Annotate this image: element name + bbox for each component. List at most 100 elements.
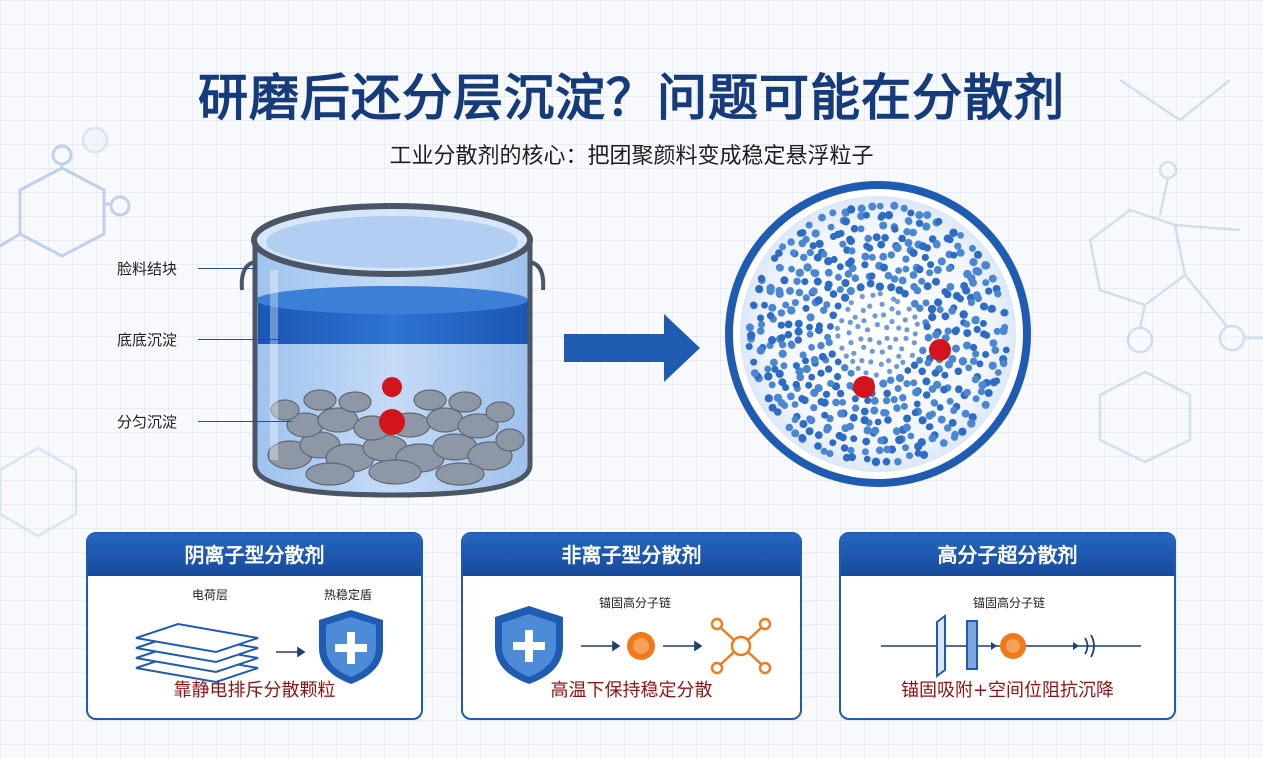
dispersed-particle xyxy=(781,401,789,410)
dispersed-particle xyxy=(877,240,886,249)
dispersed-particle xyxy=(895,435,904,445)
dispersed-particle xyxy=(918,367,926,376)
dispersed-particle xyxy=(768,303,777,312)
dispersed-particle xyxy=(815,322,823,330)
dispersed-particle xyxy=(893,336,899,342)
dispersed-particle xyxy=(894,363,900,370)
dispersed-particle xyxy=(792,362,800,370)
dispersed-particle xyxy=(857,225,865,233)
dispersed-particle xyxy=(864,327,871,333)
dispersed-particle xyxy=(883,445,891,454)
shield-icon xyxy=(319,610,383,684)
arrow-right-icon xyxy=(581,640,621,652)
dispersed-particle xyxy=(761,301,768,309)
dispersed-particle xyxy=(817,341,825,350)
dispersed-particle xyxy=(980,302,988,311)
dispersed-particle xyxy=(886,358,892,364)
dispersed-particle xyxy=(922,391,931,399)
dispersed-particle xyxy=(948,306,957,315)
dispersed-particle xyxy=(894,385,902,392)
panel-title: 高分子超分散剂 xyxy=(841,534,1174,576)
dispersed-particle xyxy=(884,324,890,331)
dispersed-particle xyxy=(837,409,846,418)
panel-title: 阴离子型分散剂 xyxy=(88,534,421,576)
dispersed-particle xyxy=(943,290,952,299)
dispersed-particle xyxy=(910,299,919,308)
dispersed-particle xyxy=(876,202,884,210)
dispersed-particle xyxy=(922,377,931,386)
dispersed-particle xyxy=(892,427,901,436)
dispersed-particle xyxy=(907,432,915,440)
leader-line xyxy=(198,268,256,269)
shield-icon xyxy=(495,606,563,684)
dispersed-particle xyxy=(844,270,853,278)
particle-red-dot xyxy=(929,339,951,361)
dispersed-particle xyxy=(787,238,795,246)
dispersed-particle xyxy=(946,283,955,291)
dispersed-particle xyxy=(914,442,923,451)
dispersed-particle xyxy=(870,397,879,405)
dispersed-particle xyxy=(874,322,881,328)
dispersed-particle xyxy=(756,327,765,335)
dispersed-particle xyxy=(829,290,838,298)
dispersed-particle xyxy=(809,242,817,250)
dispersed-particle xyxy=(814,431,823,439)
dispersed-particle xyxy=(983,331,991,339)
dispersed-particle xyxy=(868,202,877,211)
dispersed-particle xyxy=(878,211,887,220)
dispersed-particle xyxy=(979,320,987,327)
dispersed-particle xyxy=(912,331,918,337)
dispersed-particle xyxy=(764,365,772,373)
dispersed-particle xyxy=(950,406,958,415)
dispersed-particle xyxy=(851,395,859,403)
dispersed-particle xyxy=(846,330,852,336)
dispersed-particle xyxy=(846,382,854,390)
dispersed-particle xyxy=(883,389,891,398)
dispersed-particle xyxy=(959,310,968,319)
panel-polymeric-hyperdispersant: 高分子超分散剂 锚固高分子链 锚固吸附+空间位阻抗沉降 xyxy=(839,532,1176,720)
dispersed-particle xyxy=(863,455,871,463)
dispersed-particle xyxy=(985,287,993,295)
dispersed-particle xyxy=(787,392,795,401)
dispersed-particle xyxy=(851,350,857,356)
dispersed-particle xyxy=(919,450,929,459)
dispersed-particle xyxy=(784,330,793,339)
dispersed-particle xyxy=(796,229,804,237)
dispersed-particle xyxy=(810,404,818,412)
dispersed-particle xyxy=(916,304,924,312)
anchor-chain-label: 锚固高分子链 xyxy=(599,596,672,610)
dispersed-particle xyxy=(972,395,980,403)
dispersed-particle xyxy=(970,357,978,365)
dispersed-particle xyxy=(952,344,960,353)
dispersed-particle xyxy=(859,293,865,300)
dispersed-particle xyxy=(843,353,849,359)
dispersed-particle xyxy=(809,287,818,296)
dispersed-particle xyxy=(922,299,930,307)
dispersed-particle xyxy=(855,323,861,330)
dispersed-particle xyxy=(788,265,795,273)
dispersed-particle xyxy=(973,325,981,333)
dispersed-particle xyxy=(802,364,811,374)
dispersed-particle xyxy=(841,364,849,372)
dispersed-particle xyxy=(903,335,909,341)
dispersed-particle xyxy=(976,360,984,368)
dispersed-particle xyxy=(805,381,813,389)
dispersed-particle xyxy=(866,279,875,288)
dispersed-particle xyxy=(928,434,937,443)
dispersed-particle xyxy=(829,311,837,320)
dispersed-particle xyxy=(884,211,894,220)
dispersed-particle xyxy=(806,323,813,331)
dispersed-particle xyxy=(999,359,1008,368)
dispersed-particle xyxy=(913,286,922,295)
dispersed-particle xyxy=(820,447,828,455)
dispersed-particle xyxy=(896,325,902,331)
dispersed-particle xyxy=(950,251,958,259)
dispersed-particle xyxy=(829,439,837,447)
dispersed-particle xyxy=(972,350,980,358)
dispersed-particle xyxy=(926,423,934,430)
dispersed-particle xyxy=(839,345,845,351)
panel-title: 非离子型分散剂 xyxy=(463,534,800,576)
dispersed-particle xyxy=(915,211,924,220)
dispersed-particle xyxy=(806,330,814,338)
dispersed-particle xyxy=(755,285,764,294)
